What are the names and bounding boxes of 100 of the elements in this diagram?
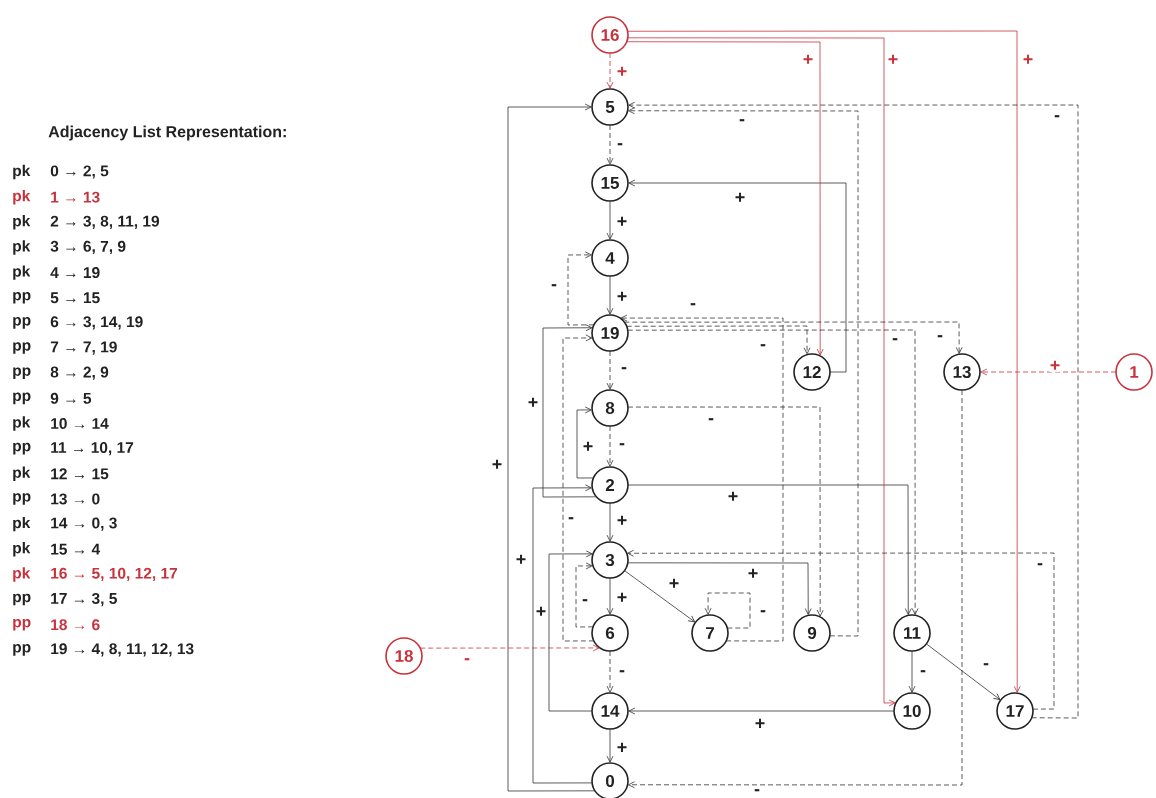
- edge-label: -: [567, 516, 575, 524]
- arrow: [627, 484, 912, 615]
- edge-label: -: [753, 788, 761, 796]
- arrow: [606, 425, 614, 467]
- edge-label: -: [759, 343, 767, 351]
- edge-label: +: [887, 54, 899, 66]
- arrow: [627, 549, 1055, 710]
- list-entry: pp: [13, 367, 31, 379]
- edge-label: -: [919, 669, 927, 677]
- arrow: [908, 650, 916, 693]
- arrow: [628, 707, 895, 715]
- list-entry: pp: [13, 644, 31, 656]
- edge-label: -: [618, 669, 626, 677]
- arrow: [542, 324, 597, 498]
- arrow: [575, 562, 594, 628]
- edge-label: +: [515, 554, 527, 566]
- edge-label: +: [535, 606, 547, 618]
- list-entry: pp: [13, 593, 31, 606]
- list-entry: 17 → 3, 5: [51, 592, 117, 607]
- arrow: [606, 577, 614, 615]
- list-entry: 18 → 6: [51, 619, 100, 631]
- list-entry: pk: [13, 189, 31, 205]
- edge-label: -: [759, 609, 767, 617]
- list-entry: pp: [13, 618, 31, 631]
- list-entry: pk: [13, 265, 31, 280]
- list-entry: 6 → 3, 14, 19: [50, 316, 143, 330]
- edge-label: -: [1053, 114, 1061, 122]
- list-entry: 1 → 13: [51, 191, 100, 203]
- edge-label: -: [738, 118, 746, 126]
- arrow: [626, 325, 811, 355]
- arrow: [567, 251, 595, 326]
- list-entry: pp: [13, 317, 31, 329]
- arrow: [606, 502, 614, 542]
- arrow: [628, 107, 859, 637]
- arrow: [628, 389, 963, 789]
- edge-label: +: [802, 54, 814, 66]
- edge-label: -: [707, 417, 715, 425]
- list-entry: 0 → 2, 5: [50, 165, 109, 179]
- edge-label: -: [618, 442, 626, 450]
- edge-label: -: [550, 283, 558, 291]
- edge-label: -: [581, 598, 589, 606]
- edge-label: +: [668, 578, 680, 590]
- list-entry: pk: [13, 567, 31, 582]
- list-entry: pk: [13, 215, 31, 230]
- list-entry: pp: [13, 342, 31, 354]
- arrow: [606, 275, 614, 315]
- list-entry: 5 → 15: [50, 292, 100, 304]
- edge-label: +: [734, 192, 746, 204]
- arrow: [532, 484, 593, 784]
- arrow: [626, 41, 824, 356]
- arrow: [980, 368, 1117, 376]
- arrow: [606, 124, 614, 165]
- list-entry: 15 → 4: [51, 543, 101, 555]
- arrow: [628, 179, 847, 373]
- list-entry: pk: [13, 516, 31, 532]
- edge-label: -: [463, 657, 471, 665]
- arrow: [507, 103, 596, 792]
- arrow: [606, 350, 614, 390]
- edge-label: +: [754, 718, 766, 730]
- list-entry: pk: [13, 164, 31, 180]
- arrow: [419, 644, 600, 652]
- arrow: [627, 562, 812, 615]
- edge-label: +: [616, 66, 628, 78]
- edge-label: +: [616, 515, 628, 527]
- edge-label: +: [491, 459, 503, 471]
- edge-label: -: [620, 366, 628, 374]
- edge-label: +: [527, 397, 539, 409]
- list-entry: pp: [13, 442, 31, 455]
- arrow: [606, 200, 614, 240]
- edge-label: +: [582, 441, 594, 453]
- arrow: [606, 52, 614, 89]
- edge-label: -: [891, 337, 899, 345]
- list-entry: pk: [13, 416, 31, 431]
- list-entry: 8 → 2, 9: [50, 366, 109, 380]
- heading: Adjacency List Representation:: [48, 125, 286, 141]
- list-entry: pp: [13, 493, 31, 505]
- arrow: [606, 728, 614, 763]
- edge-label: +: [616, 742, 628, 754]
- edge-label: -: [982, 662, 990, 670]
- list-entry: 16 → 5, 10, 12, 17: [51, 567, 178, 581]
- list-entry: 10 → 14: [51, 418, 109, 429]
- arrow: [548, 550, 593, 712]
- list-entry: 7 → 7, 19: [50, 341, 117, 355]
- edge-label: +: [1022, 54, 1034, 66]
- arrow: [627, 329, 919, 615]
- list-entry: pk: [13, 466, 31, 482]
- arrow: [624, 570, 696, 623]
- edge-label: +: [727, 491, 739, 503]
- edge-label: -: [936, 334, 944, 342]
- edge-label: -: [689, 302, 697, 310]
- edge-label: +: [1049, 360, 1061, 372]
- arrow: [606, 650, 614, 693]
- arrow: [562, 334, 595, 642]
- list-entry: 4 → 19: [50, 267, 100, 279]
- arrow: [620, 314, 784, 642]
- list-entry: 12 → 15: [51, 468, 109, 480]
- edge-label: -: [1036, 562, 1044, 570]
- arrow: [576, 406, 594, 479]
- edge-label: +: [747, 568, 759, 580]
- list-entry: pk: [13, 542, 31, 557]
